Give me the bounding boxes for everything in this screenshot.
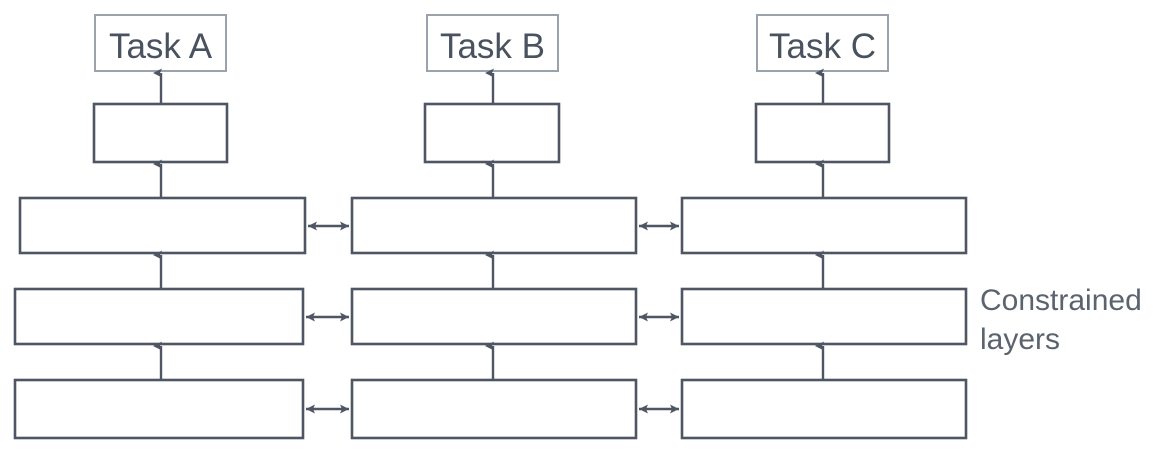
layer-box-b-2[interactable] [350, 287, 638, 346]
column-task-a: Task A [13, 14, 307, 440]
annotation-line-1: Constrained [980, 284, 1142, 317]
head-box-b[interactable] [423, 102, 561, 164]
task-box-a[interactable] [94, 14, 227, 72]
layer-box-c-1[interactable] [680, 378, 968, 440]
layer-box-c-3[interactable] [680, 196, 968, 255]
layer-box-b-3[interactable] [350, 196, 638, 255]
column-task-c: Task C [680, 14, 968, 440]
constrained-layers-annotation: Constrained layers [980, 284, 1142, 356]
layer-box-a-2[interactable] [13, 287, 305, 346]
task-label-a: Task A [109, 27, 213, 66]
task-box-c[interactable] [756, 14, 889, 72]
layer-box-a-1[interactable] [13, 378, 305, 440]
task-label-b: Task B [440, 27, 545, 66]
lateral-connections [306, 221, 679, 414]
layer-box-c-2[interactable] [680, 287, 968, 346]
layer-box-a-3[interactable] [18, 196, 307, 255]
layer-box-b-1[interactable] [350, 378, 638, 440]
head-box-a[interactable] [92, 102, 229, 164]
column-task-b: Task B [350, 14, 638, 440]
task-label-c: Task C [769, 27, 876, 66]
annotation-line-2: layers [980, 323, 1060, 356]
head-box-c[interactable] [754, 102, 891, 164]
